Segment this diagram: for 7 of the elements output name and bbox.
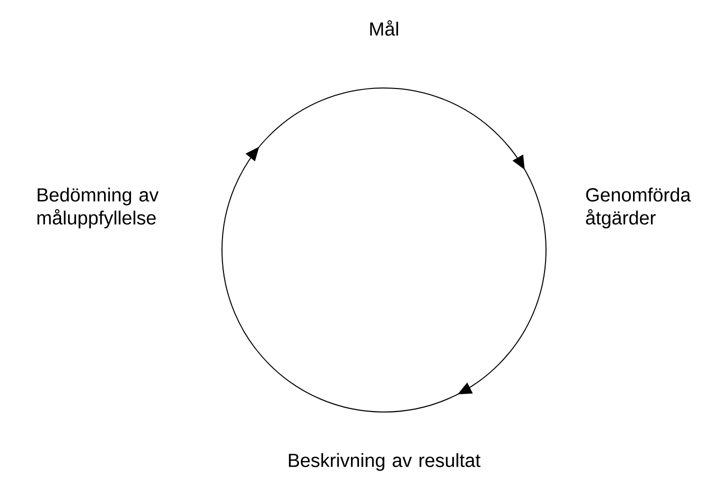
arrow <box>384 250 546 412</box>
text-label: Bedömning av måluppfyllelse <box>37 188 159 228</box>
text-label: Genomförda åtgärder <box>586 188 691 228</box>
arrow <box>222 88 384 250</box>
text-label: Beskrivning av resultat <box>288 453 480 471</box>
text-label: Mål <box>370 20 398 36</box>
arrow <box>384 88 546 250</box>
